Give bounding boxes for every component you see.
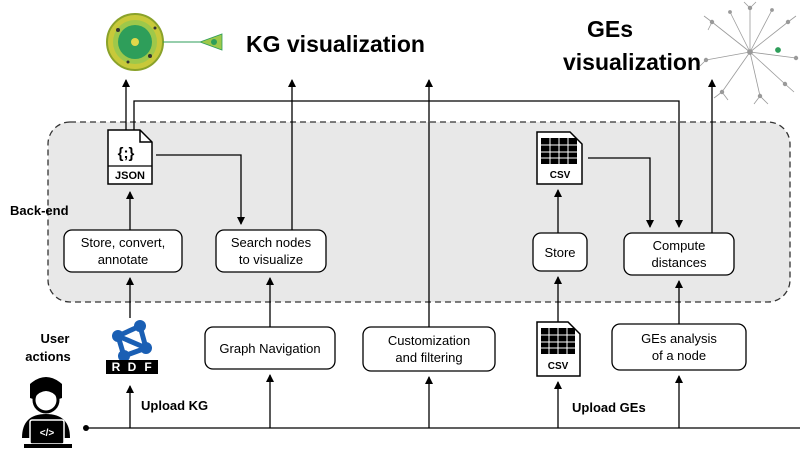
search-nodes-box: Search nodes to visualize xyxy=(215,229,327,273)
svg-text:D: D xyxy=(128,360,137,374)
kg-graph-visualization-icon xyxy=(106,13,223,71)
ges-visualization-title-line2: visualization xyxy=(563,49,701,75)
graph-navigation-box[interactable]: Graph Navigation xyxy=(204,326,336,370)
backend-label: Back-end xyxy=(10,203,69,218)
svg-text:CSV: CSV xyxy=(548,361,569,372)
svg-text:</>: </> xyxy=(40,428,55,439)
timeline-dot xyxy=(83,425,89,431)
svg-text:Search nodes: Search nodes xyxy=(231,235,312,250)
ges-visualization-title-line1: GEs xyxy=(587,16,633,42)
connector-arrows xyxy=(122,79,716,428)
svg-text:Store, convert,: Store, convert, xyxy=(81,235,166,250)
svg-text:annotate: annotate xyxy=(98,252,149,267)
compute-distances-box: Compute distances xyxy=(623,232,735,276)
upload-csv-file-icon[interactable]: CSV xyxy=(536,321,581,377)
ges-graph-visualization-icon xyxy=(699,1,799,105)
svg-text:of a node: of a node xyxy=(652,348,706,363)
user-actions-label-line1: User xyxy=(41,331,70,346)
user-actions-label-line2: actions xyxy=(25,349,71,364)
svg-text:CSV: CSV xyxy=(550,170,571,181)
svg-text:{;}: {;} xyxy=(118,145,135,162)
kg-visualization-title: KG visualization xyxy=(246,31,425,57)
user-avatar-icon: </> xyxy=(22,377,72,448)
svg-text:R: R xyxy=(112,360,121,374)
svg-text:Store: Store xyxy=(544,245,575,260)
svg-text:JSON: JSON xyxy=(115,170,145,182)
upload-ges-label: Upload GEs xyxy=(572,400,646,415)
svg-text:Graph Navigation: Graph Navigation xyxy=(219,341,320,356)
svg-text:F: F xyxy=(144,360,151,374)
upload-kg-label: Upload KG xyxy=(141,398,208,413)
json-file-icon: {;} JSON xyxy=(107,129,153,185)
rdf-icon[interactable]: R D F xyxy=(106,318,158,374)
store-box: Store xyxy=(532,232,588,272)
svg-text:and filtering: and filtering xyxy=(395,350,462,365)
ges-analysis-box[interactable]: GEs analysis of a node xyxy=(611,323,747,371)
svg-text:distances: distances xyxy=(652,255,707,270)
svg-text:Compute: Compute xyxy=(653,238,706,253)
customization-filtering-box[interactable]: Customization and filtering xyxy=(362,326,496,372)
backend-csv-file-icon: CSV xyxy=(536,131,583,185)
svg-text:Customization: Customization xyxy=(388,333,470,348)
store-convert-annotate-box: Store, convert, annotate xyxy=(63,229,183,273)
svg-text:GEs analysis: GEs analysis xyxy=(641,331,717,346)
svg-text:to visualize: to visualize xyxy=(239,252,303,267)
